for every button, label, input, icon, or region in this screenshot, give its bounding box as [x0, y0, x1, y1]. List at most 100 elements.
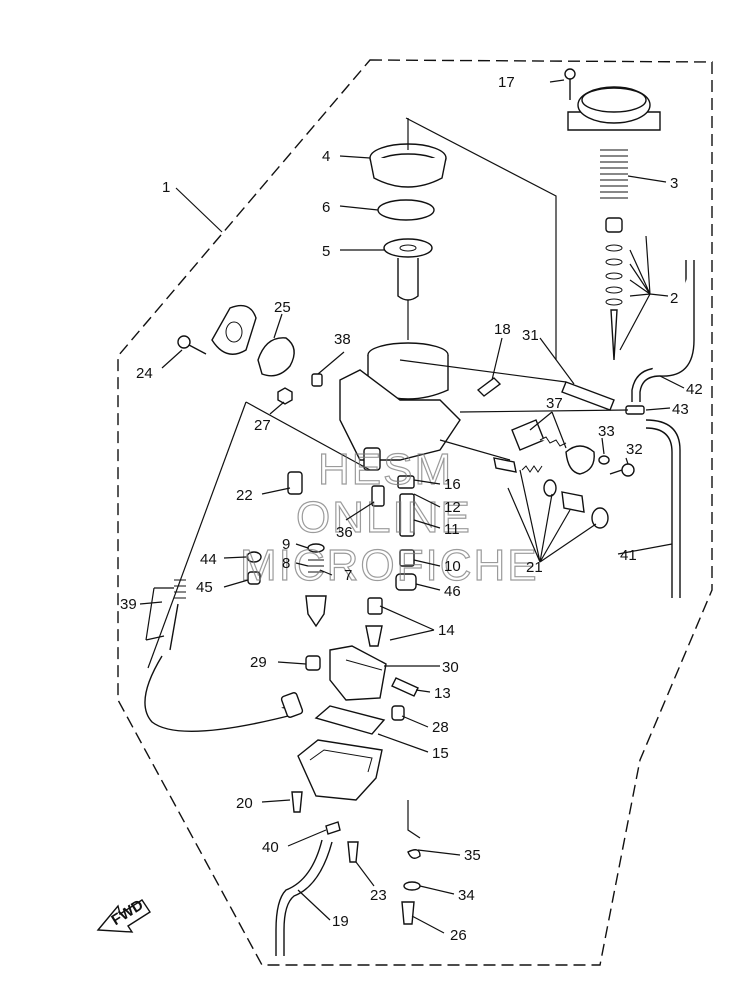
part-31-rod: [561, 381, 615, 411]
part-15-gasket: [314, 705, 386, 735]
part-45-screw: [247, 571, 261, 585]
part-35-clip: [407, 849, 421, 859]
callout-22: 22: [236, 487, 253, 504]
part-17-screw: [564, 68, 576, 100]
part-33-washer: [598, 455, 610, 465]
callout-6: 6: [322, 199, 330, 216]
part-23-screw: [347, 841, 359, 863]
watermark-line-3: MICROFICHE: [240, 541, 539, 590]
part-float-bowl: [297, 739, 383, 801]
callout-44: 44: [200, 551, 217, 568]
part-3-spring: [600, 149, 628, 199]
callout-leaders: [139, 79, 685, 934]
fwd-arrow-badge: FWD: [96, 896, 151, 933]
callout-14: 14: [438, 622, 455, 639]
callout-42: 42: [686, 381, 703, 398]
part-carb-body: [339, 342, 461, 471]
part-2-needle: [605, 217, 623, 361]
alignment-lines: [147, 117, 629, 839]
part-7-pilot-screw: [305, 595, 327, 628]
callout-33: 33: [598, 423, 615, 440]
callout-18: 18: [494, 321, 511, 338]
part-19-hose: [275, 839, 333, 956]
callout-24: 24: [136, 365, 153, 382]
callout-2: 2: [670, 290, 678, 307]
part-5-piston: [383, 238, 433, 301]
callout-5: 5: [322, 243, 330, 260]
part-34-washer: [403, 881, 421, 891]
part-40-clamp: [325, 821, 341, 835]
watermark: HESM ONLINE MICROFICHE: [239, 444, 539, 590]
part-27-nut: [277, 387, 293, 405]
part-12-11-emulsion-tube: [397, 475, 415, 537]
part-21-parts: [493, 457, 609, 529]
callout-1: 1: [162, 179, 170, 196]
callout-26: 26: [450, 927, 467, 944]
part-20-screw: [291, 791, 303, 813]
part-13-pin: [391, 677, 419, 697]
callout-31: 31: [522, 327, 539, 344]
callout-37: 37: [546, 395, 563, 412]
callout-38: 38: [334, 331, 351, 348]
part-29-screw: [305, 655, 321, 671]
callout-43: 43: [672, 401, 689, 418]
part-44-oring: [246, 551, 262, 563]
part-36-needle: [371, 485, 385, 507]
part-42-hose: [631, 260, 695, 402]
part-26-screw: [401, 901, 415, 925]
callout-36: 36: [336, 524, 353, 541]
callout-41: 41: [620, 547, 637, 564]
part-37-assembly: [511, 419, 595, 475]
callout-3: 3: [670, 175, 678, 192]
callout-40: 40: [262, 839, 279, 856]
part-6-oring: [377, 199, 435, 221]
callout-17: 17: [498, 74, 515, 91]
part-22-jet: [287, 471, 303, 495]
watermark-line-2: ONLINE: [296, 493, 472, 542]
callout-7: 7: [344, 567, 352, 584]
callout-16: 16: [444, 476, 461, 493]
callout-15: 15: [432, 745, 449, 762]
callout-29: 29: [250, 654, 267, 671]
part-14-needle-valve: [365, 597, 383, 647]
part-25-gasket: [211, 304, 295, 377]
callout-8: 8: [282, 555, 290, 572]
callout-4: 4: [322, 148, 330, 165]
callout-39: 39: [120, 596, 137, 613]
callout-25: 25: [274, 299, 291, 316]
part-24-screw: [177, 335, 207, 355]
part-28-screw: [391, 705, 405, 721]
callout-30: 30: [442, 659, 459, 676]
part-43-fitting: [625, 405, 645, 415]
callout-35: 35: [464, 847, 481, 864]
callout-20: 20: [236, 795, 253, 812]
part-18-jet: [476, 377, 502, 397]
callout-45: 45: [196, 579, 213, 596]
part-39-cable: [144, 579, 304, 732]
part-cap: [567, 86, 661, 131]
part-10-jet: [399, 549, 415, 567]
part-4-cover: [369, 143, 447, 188]
callout-21: 21: [526, 559, 543, 576]
callout-34: 34: [458, 887, 475, 904]
callout-11: 11: [444, 521, 460, 538]
callout-12: 12: [444, 499, 461, 516]
watermark-line-1: HESM: [318, 445, 453, 494]
callout-labels: 1 2 3 4 5 6 7 8 9 10 11 12 13 14 15 16 1…: [120, 74, 703, 944]
part-41-hose: [645, 419, 681, 598]
part-30-float: [329, 645, 387, 701]
part-32-screw: [609, 463, 635, 477]
callout-10: 10: [444, 558, 461, 575]
callout-13: 13: [434, 685, 451, 702]
callout-19: 19: [332, 913, 349, 930]
callout-27: 27: [254, 417, 271, 434]
callout-46: 46: [444, 583, 461, 600]
part-46-holder: [395, 573, 417, 591]
callout-32: 32: [626, 441, 643, 458]
part-8-spring: [308, 559, 324, 573]
callout-28: 28: [432, 719, 449, 736]
callout-9: 9: [282, 536, 290, 553]
callout-23: 23: [370, 887, 387, 904]
part-38-plug: [311, 373, 323, 387]
